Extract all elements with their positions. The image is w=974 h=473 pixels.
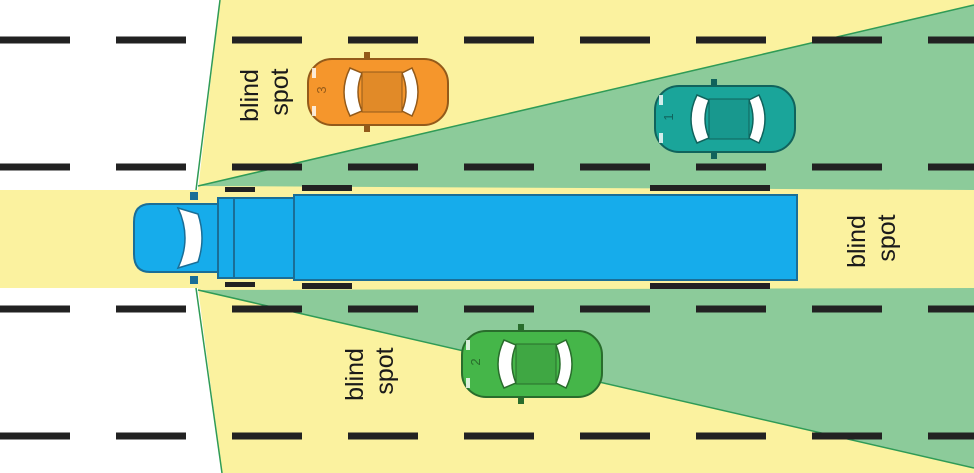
car-number: 1 <box>661 113 676 120</box>
truck <box>133 185 798 289</box>
car-1: 1 <box>654 79 796 159</box>
truck-cab <box>133 203 219 273</box>
truck-cab-body <box>231 197 295 279</box>
car-headlight <box>659 133 663 143</box>
truck-windshield <box>176 206 203 270</box>
lane-markings <box>0 36 974 440</box>
car-number: 2 <box>468 358 483 365</box>
car-headlight <box>466 378 470 388</box>
car-number: 3 <box>314 86 329 93</box>
car-headlight <box>312 68 316 78</box>
car-mirror <box>518 324 524 332</box>
truck-trailer <box>293 194 798 281</box>
car-roof <box>515 343 557 385</box>
car-2: 2 <box>461 324 603 404</box>
car-headlight <box>659 95 663 105</box>
car-headlight <box>312 106 316 116</box>
car-roof <box>708 98 750 140</box>
car-mirror <box>711 79 717 87</box>
car-3: 3 <box>307 52 449 132</box>
car-mirror <box>518 396 524 404</box>
car-mirror <box>364 124 370 132</box>
car-mirror <box>364 52 370 60</box>
blind-spot-label-upper: blind spot <box>236 62 294 122</box>
car-roof <box>361 71 403 113</box>
blind-spot-label-rear: blind spot <box>843 208 901 268</box>
car-mirror <box>711 151 717 159</box>
blind-spot-label-lower: blind spot <box>341 341 399 401</box>
car-headlight <box>466 340 470 350</box>
